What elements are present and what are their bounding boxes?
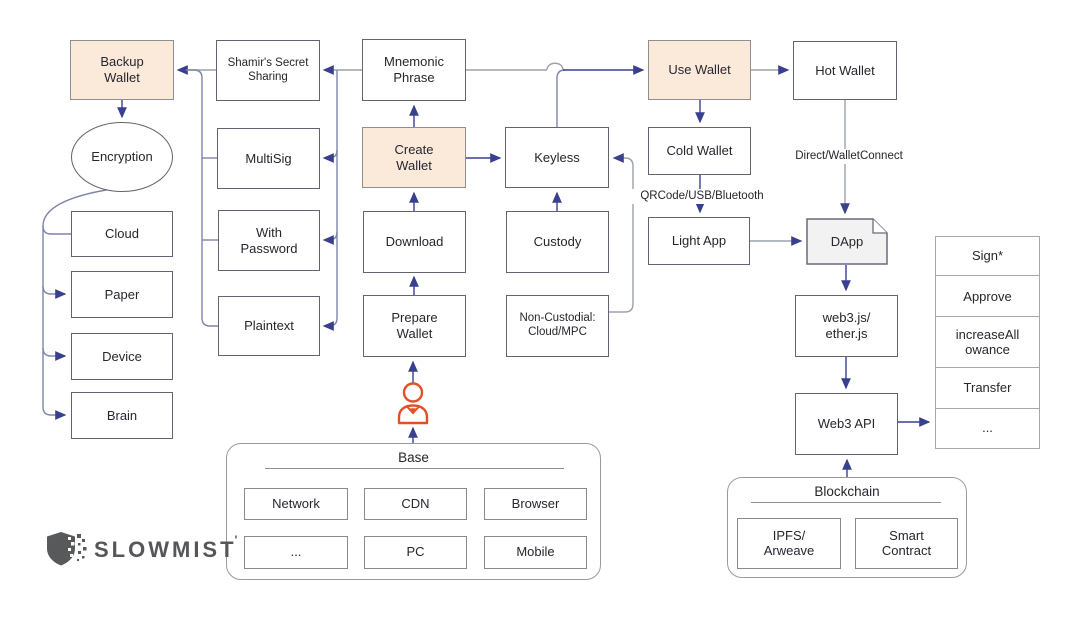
base-container: Base Network CDN Browser ... PC Mobile bbox=[226, 443, 601, 580]
node-shamirs-secret-sharing: Shamir's Secret Sharing bbox=[216, 40, 320, 101]
list-item-more: ... bbox=[935, 407, 1040, 449]
node-cloud: Cloud bbox=[71, 211, 173, 257]
node-non-custodial: Non-Custodial: Cloud/MPC bbox=[506, 295, 609, 357]
list-item-increaseallowance: increaseAll owance bbox=[935, 316, 1040, 369]
base-item-cdn: CDN bbox=[364, 488, 467, 520]
node-use-wallet: Use Wallet bbox=[648, 40, 751, 100]
node-cold-wallet: Cold Wallet bbox=[648, 127, 751, 175]
list-item-sign: Sign* bbox=[935, 235, 1040, 277]
node-prepare-wallet: Prepare Wallet bbox=[363, 295, 466, 357]
node-brain: Brain bbox=[71, 392, 173, 439]
base-item-more: ... bbox=[244, 536, 348, 569]
node-mnemonic-phrase: Mnemonic Phrase bbox=[362, 39, 466, 101]
node-backup-wallet: Backup Wallet bbox=[70, 40, 174, 100]
node-multisig: MultiSig bbox=[217, 128, 320, 189]
list-item-approve: Approve bbox=[935, 275, 1040, 318]
base-item-browser: Browser bbox=[484, 488, 587, 520]
api-call-list: Sign* Approve increaseAll owance Transfe… bbox=[935, 235, 1040, 449]
base-divider bbox=[265, 468, 564, 469]
blockchain-item-ipfs-arweave: IPFS/ Arweave bbox=[737, 518, 841, 569]
list-item-transfer: Transfer bbox=[935, 366, 1040, 409]
base-title: Base bbox=[398, 450, 429, 465]
user-icon bbox=[397, 382, 429, 425]
node-plaintext: Plaintext bbox=[218, 296, 320, 356]
slowmist-shield-icon bbox=[47, 532, 87, 566]
blockchain-container: Blockchain IPFS/ Arweave Smart Contract bbox=[727, 477, 967, 578]
document-shape-icon bbox=[806, 218, 888, 265]
slowmist-logo: SLOWMIST' bbox=[44, 529, 242, 571]
node-download: Download bbox=[363, 211, 466, 273]
base-item-network: Network bbox=[244, 488, 348, 520]
blockchain-divider bbox=[751, 502, 941, 503]
base-item-mobile: Mobile bbox=[484, 536, 587, 569]
node-web3-api: Web3 API bbox=[795, 393, 898, 455]
edge-label-walletconnect: Direct/WalletConnect bbox=[782, 149, 916, 164]
node-web3js-etherjs: web3.js/ ether.js bbox=[795, 295, 898, 357]
blockchain-item-smart-contract: Smart Contract bbox=[855, 518, 958, 569]
node-create-wallet: Create Wallet bbox=[362, 127, 466, 188]
node-encryption: Encryption bbox=[71, 122, 173, 192]
logo-trademark-tick: ' bbox=[234, 533, 241, 547]
node-paper: Paper bbox=[71, 271, 173, 318]
node-light-app: Light App bbox=[648, 217, 750, 265]
node-custody: Custody bbox=[506, 211, 609, 273]
base-item-pc: PC bbox=[364, 536, 467, 569]
node-hot-wallet: Hot Wallet bbox=[793, 41, 897, 100]
blockchain-title: Blockchain bbox=[814, 484, 880, 499]
node-device: Device bbox=[71, 333, 173, 380]
dapp-label: DApp bbox=[830, 234, 864, 249]
edge-label-qrcode: QRCode/USB/Bluetooth bbox=[627, 189, 777, 204]
node-dapp: DApp bbox=[806, 218, 888, 265]
slowmist-wordmark: SLOWMIST' bbox=[94, 533, 241, 562]
node-with-password: With Password bbox=[218, 210, 320, 271]
node-keyless: Keyless bbox=[505, 127, 609, 188]
